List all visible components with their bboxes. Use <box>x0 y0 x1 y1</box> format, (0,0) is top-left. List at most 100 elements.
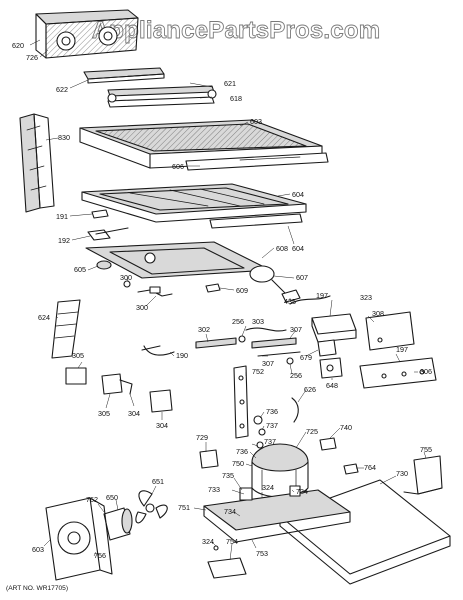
label-755: 755 <box>420 445 432 454</box>
label-256-lower: 256 <box>290 371 302 380</box>
label-256-upper: 256 <box>232 317 244 326</box>
label-307-lower: 307 <box>262 359 274 368</box>
label-734-lower: 734 <box>224 507 236 516</box>
drain-pan-754 <box>207 545 247 579</box>
label-303: 303 <box>252 317 264 326</box>
label-618: 618 <box>230 94 242 103</box>
grommet-605 <box>96 260 112 270</box>
label-730: 730 <box>396 469 408 478</box>
label-190: 190 <box>176 351 188 360</box>
switch-305a <box>65 367 87 385</box>
label-679: 679 <box>300 353 312 362</box>
label-435: 435 <box>284 297 296 306</box>
label-323: 323 <box>360 293 372 302</box>
label-305-lower: 305 <box>98 409 110 418</box>
vertical-channel-830 <box>19 113 55 213</box>
thermostat-679-648 <box>317 339 343 379</box>
label-608: 608 <box>276 244 288 253</box>
label-306: 306 <box>420 367 432 376</box>
part-labels: 620 726 621 622 618 603 830 606 604 191 … <box>12 41 432 560</box>
duct-624 <box>51 299 81 359</box>
label-740: 740 <box>340 423 352 432</box>
leader-lines <box>29 39 427 561</box>
label-603: 603 <box>250 117 262 126</box>
label-324-upper: 324 <box>262 483 274 492</box>
watermark-text: AppliancePartsPros.com <box>92 17 381 44</box>
bracket-306 <box>359 357 437 389</box>
label-604-upper: 604 <box>292 190 304 199</box>
label-830: 830 <box>58 133 70 142</box>
label-736-lower: 736 <box>236 447 248 456</box>
strap-752 <box>233 365 249 439</box>
label-605: 605 <box>74 265 86 274</box>
label-607: 607 <box>296 273 308 282</box>
label-737-upper: 737 <box>266 421 278 430</box>
wire-harness-197a <box>289 295 331 305</box>
label-734-right: 734 <box>296 487 308 496</box>
label-307-upper: 307 <box>290 325 302 334</box>
label-609: 609 <box>236 286 248 295</box>
label-308: 308 <box>372 309 384 318</box>
label-197-upper: 197 <box>316 291 328 300</box>
relay-and-overload <box>101 373 173 413</box>
label-751: 751 <box>178 503 190 512</box>
label-624: 624 <box>38 313 50 322</box>
label-620: 620 <box>12 41 24 50</box>
shelf-rail-bar <box>107 85 217 108</box>
label-324-lower: 324 <box>202 537 214 546</box>
label-197-lower: 197 <box>396 345 408 354</box>
control-panel-308 <box>365 311 415 351</box>
evaporator-fan-assembly <box>35 9 139 59</box>
label-621: 621 <box>224 79 236 88</box>
label-622: 622 <box>56 85 68 94</box>
baffle-608 <box>85 241 271 279</box>
label-606: 606 <box>172 162 184 171</box>
art-number: (ART NO. WR17705) <box>6 585 68 592</box>
shelf-frame-604 <box>81 183 307 229</box>
label-305-upper: 305 <box>72 351 84 360</box>
capacitor-729 <box>199 449 219 469</box>
fan-shroud-762 <box>45 497 113 581</box>
label-737-lower: 737 <box>264 437 276 446</box>
label-729: 729 <box>196 433 208 442</box>
label-753: 753 <box>256 549 268 558</box>
label-735: 735 <box>222 471 234 480</box>
shelf-assembly-603 <box>79 119 329 171</box>
label-736-upper: 736 <box>266 407 278 416</box>
compressor-base-751 <box>203 485 351 543</box>
label-192: 192 <box>58 236 70 245</box>
label-756: 756 <box>94 551 106 560</box>
clips-740-764 <box>319 437 359 475</box>
wiring-and-sensors <box>123 265 301 303</box>
label-752: 752 <box>252 367 264 376</box>
label-648: 648 <box>326 381 338 390</box>
clip-626 <box>291 397 299 423</box>
fan-blade-651 <box>135 490 168 524</box>
label-651: 651 <box>152 477 164 486</box>
label-604-lower: 604 <box>292 244 304 253</box>
label-762: 762 <box>86 495 98 504</box>
label-650: 650 <box>106 493 118 502</box>
label-754: 754 <box>226 537 238 546</box>
label-304-right: 304 <box>156 421 168 430</box>
label-304-left: 304 <box>128 409 140 418</box>
fan-cover-panel <box>83 67 165 84</box>
label-764: 764 <box>364 463 376 472</box>
label-726: 726 <box>26 53 38 62</box>
label-626: 626 <box>304 385 316 394</box>
label-300-lower: 300 <box>136 303 148 312</box>
label-733: 733 <box>208 485 220 494</box>
bracket-755 <box>403 455 443 495</box>
label-725: 725 <box>306 427 318 436</box>
bracket-323 <box>311 313 357 343</box>
label-603-lower: 603 <box>32 545 44 554</box>
wire-190 <box>143 345 175 356</box>
label-750: 750 <box>232 459 244 468</box>
brackets-191-192 <box>87 209 129 241</box>
condenser-fan-motor-650 <box>103 507 133 541</box>
label-300-upper: 300 <box>120 273 132 282</box>
heater-tubes <box>141 327 301 365</box>
label-191: 191 <box>56 212 68 221</box>
label-302: 302 <box>198 325 210 334</box>
